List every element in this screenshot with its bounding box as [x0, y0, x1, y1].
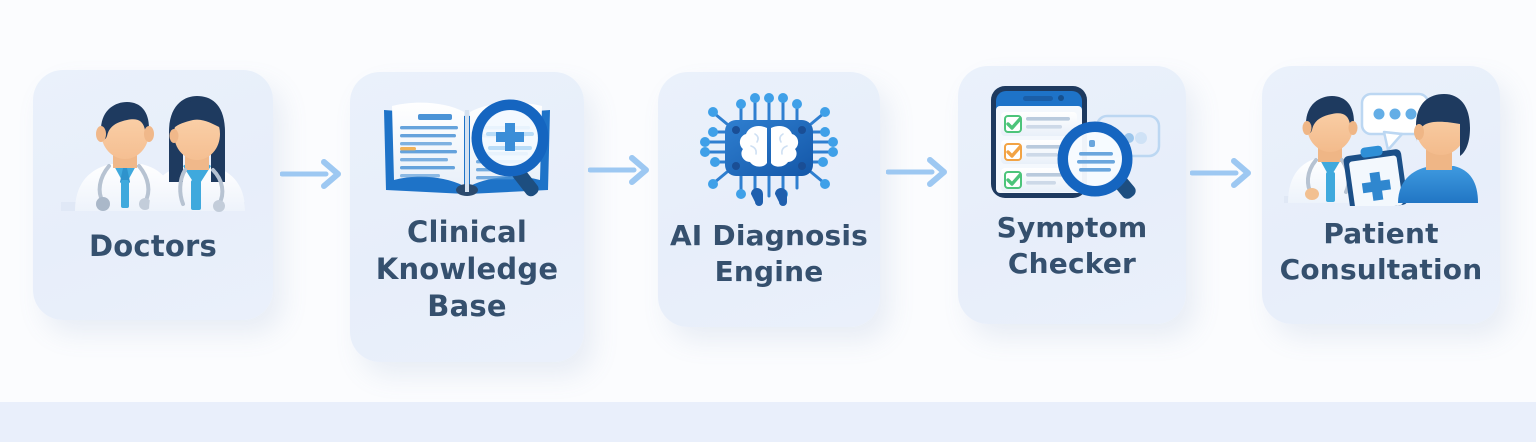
flow-step-label: Patient Consultation — [1279, 217, 1483, 286]
arrow-right-icon — [1189, 156, 1256, 190]
flow-step-ai-diagnosis-engine[interactable]: AI Diagnosis Engine — [658, 72, 880, 327]
flow-step-label: AI Diagnosis Engine — [669, 219, 869, 288]
bottom-band — [0, 402, 1536, 442]
doctors-icon — [53, 84, 253, 218]
flow-step-label: Doctors — [89, 229, 217, 263]
flow-step-label: Symptom Checker — [996, 211, 1148, 280]
phone-checklist-magnifier-icon — [979, 80, 1165, 204]
workflow-flow: Doctors — [33, 66, 1500, 362]
arrow-right-icon — [885, 155, 952, 189]
doctor-patient-icon — [1278, 80, 1484, 212]
book-magnifier-icon — [374, 90, 560, 206]
flow-step-label: Clinical Knowledge Base — [375, 215, 559, 324]
flow-step-doctors[interactable]: Doctors — [33, 70, 273, 320]
arrow-right-icon — [279, 157, 346, 191]
ai-chip-brain-icon — [685, 88, 853, 210]
flow-step-patient-consultation[interactable]: Patient Consultation — [1262, 66, 1500, 324]
flow-step-clinical-knowledge-base[interactable]: Clinical Knowledge Base — [350, 72, 584, 362]
flow-step-symptom-checker[interactable]: Symptom Checker — [958, 66, 1186, 324]
arrow-right-icon — [587, 153, 654, 187]
